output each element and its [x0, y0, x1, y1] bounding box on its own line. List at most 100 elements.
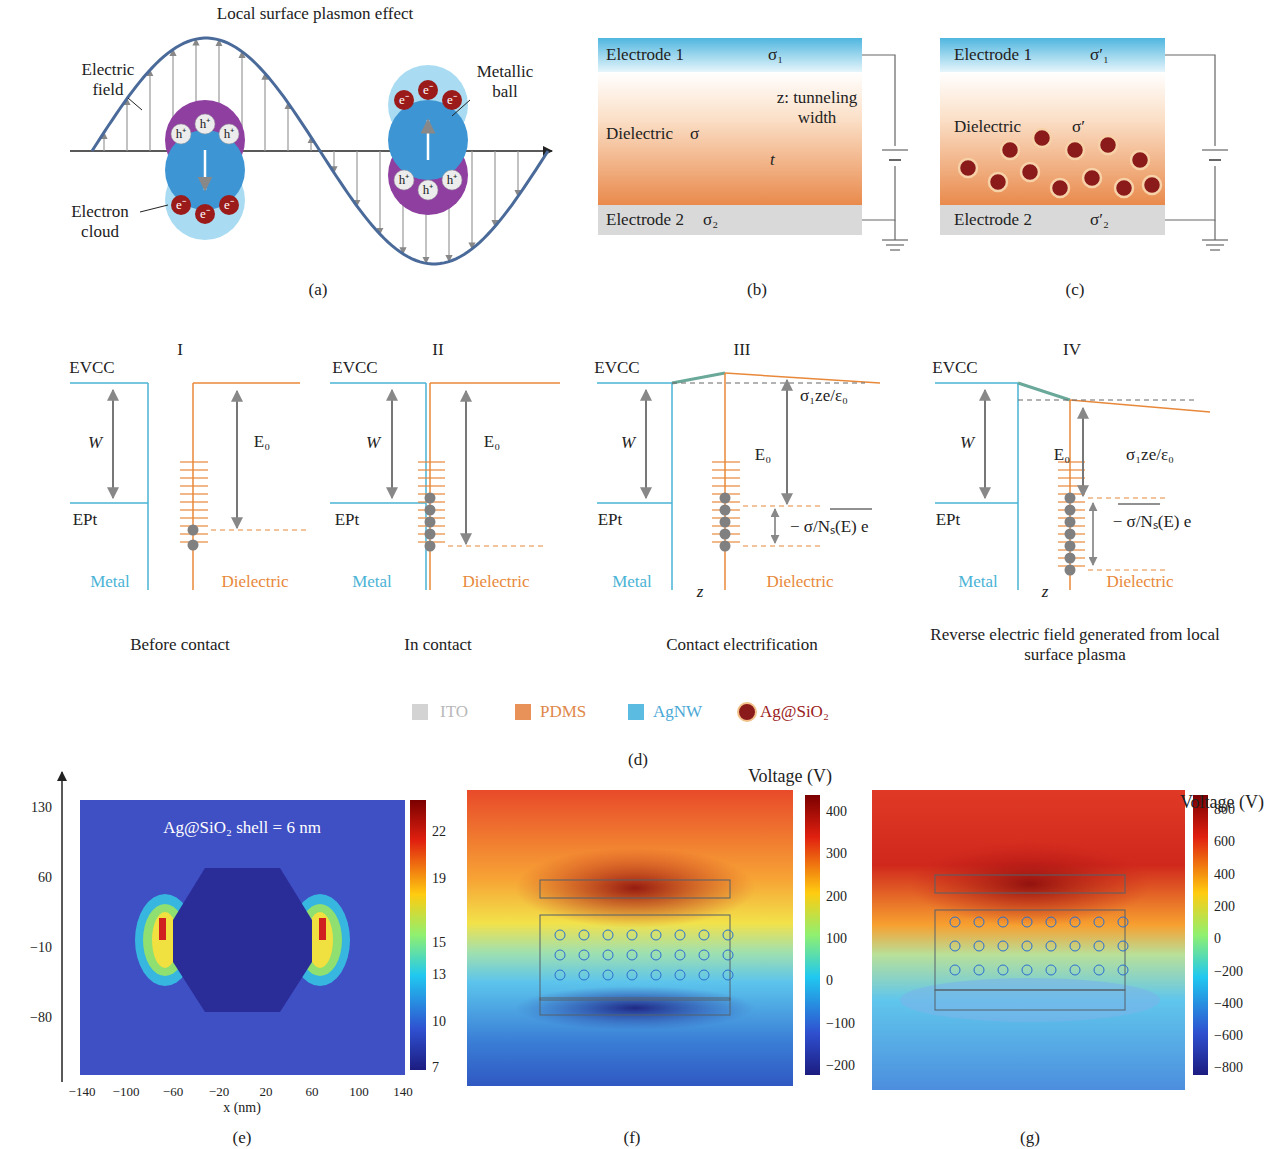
drawing-stroke — [720, 529, 731, 540]
drawing-stroke — [391, 390, 393, 498]
drawing-part — [935, 875, 1125, 893]
drawing-stroke — [1065, 529, 1076, 540]
figure-label: 19 — [432, 871, 446, 887]
figure-label: Dielectric — [766, 572, 833, 592]
figure-label: E₀ — [1054, 445, 1070, 465]
figure-label: 140 — [393, 1085, 413, 1100]
figure-label: −10 — [30, 940, 52, 956]
layer-name: Electrode 2 — [954, 210, 1032, 230]
drawing-part — [950, 917, 1128, 975]
charge-density: σ′ — [1072, 117, 1085, 137]
drawing-part — [738, 703, 756, 721]
drawing-stroke — [1022, 917, 1032, 927]
drawing-part — [394, 170, 414, 190]
drawing-part — [1202, 149, 1228, 150]
figure-label: −200 — [1214, 964, 1243, 980]
drawing-part — [540, 880, 730, 898]
drawing-stroke — [1099, 136, 1117, 154]
drawing-part — [910, 842, 1150, 926]
charge-density: σ′₁ — [1090, 45, 1109, 65]
drawing-stroke — [1131, 151, 1149, 169]
drawing-stroke — [712, 477, 740, 478]
figure-label: h⁺ — [200, 117, 211, 132]
drawing-stroke — [147, 383, 149, 590]
drawing-part — [319, 918, 326, 940]
drawing-stroke — [1001, 141, 1019, 159]
drawing-stroke — [180, 501, 208, 502]
figure-label: −100 — [826, 1016, 855, 1032]
drawing-part — [515, 986, 755, 1030]
figure-label: (f) — [624, 1128, 641, 1148]
drawing-stroke — [1094, 941, 1104, 951]
figure-label: Voltage (V) — [748, 766, 832, 787]
drawing-stroke — [1070, 941, 1080, 951]
legend-swatch — [515, 704, 531, 720]
drawing-stroke — [998, 917, 1008, 927]
figure-label: z — [697, 582, 704, 602]
figure-label: 60 — [306, 1085, 319, 1100]
figure-label: h⁺ — [224, 127, 235, 142]
drawing-stroke — [211, 529, 308, 530]
figure-label: z — [1042, 582, 1049, 602]
figure-label: Ag@SiO₂ shell = 6 nm — [163, 818, 321, 838]
drawing-stroke — [1046, 917, 1056, 927]
drawing-stroke — [70, 502, 148, 504]
drawing-stroke — [471, 151, 472, 249]
figure-label: 0 — [1214, 931, 1221, 947]
drawing-stroke — [1022, 965, 1032, 975]
drawing-part — [171, 195, 191, 215]
drawing-part — [195, 204, 215, 224]
drawing-stroke — [425, 493, 436, 504]
drawing-stroke — [180, 461, 208, 462]
figure-label: Dielectric — [1106, 572, 1173, 592]
figure-label: EVCC — [332, 358, 377, 378]
figure-label: I — [177, 340, 183, 360]
figure-label: (a) — [309, 280, 328, 300]
drawing-stroke — [188, 540, 199, 551]
drawing-part — [61, 772, 63, 1082]
drawing-stroke — [984, 390, 986, 498]
drawing-stroke — [974, 917, 984, 927]
dielectric-layer: Dielectric σ′ — [940, 72, 1165, 205]
figure-label: Electric field — [73, 60, 143, 99]
figure-label: IV — [1063, 340, 1081, 360]
legend-swatch — [628, 704, 644, 720]
drawing-stroke — [651, 950, 661, 960]
drawing-stroke — [494, 151, 495, 226]
drawing-stroke — [651, 970, 661, 980]
figure-label: 400 — [826, 804, 847, 820]
drawing-part — [394, 90, 414, 110]
figure-label: Metal — [612, 572, 652, 592]
drawing-stroke — [70, 382, 148, 384]
drawing-stroke — [712, 469, 740, 470]
drawing-stroke — [1046, 965, 1056, 975]
drawing-part — [128, 98, 142, 110]
drawing-stroke — [555, 970, 565, 980]
drawing-part — [442, 90, 462, 110]
figure-label: W — [621, 433, 635, 453]
layer-name: Dielectric — [954, 117, 1021, 137]
drawing-stroke — [1082, 408, 1084, 496]
figure-label: 100 — [349, 1085, 369, 1100]
drawing-part — [219, 124, 239, 144]
drawing-stroke — [1017, 383, 1019, 590]
drawing-stroke — [149, 70, 150, 151]
drawing-stroke — [1115, 179, 1133, 197]
circuit-wire — [862, 55, 895, 220]
figure-label: (e) — [233, 1128, 252, 1148]
drawing-part — [1202, 239, 1228, 240]
drawing-part — [418, 180, 438, 200]
drawing-stroke — [830, 509, 872, 510]
drawing-stroke — [699, 970, 709, 980]
figure-label: 800 — [1214, 802, 1235, 818]
figure-label: z: tunneling width — [771, 88, 863, 127]
electrode-layer: Electrode 2σ₂ — [598, 205, 862, 235]
figure-label: −600 — [1214, 1028, 1243, 1044]
drawing-part — [805, 795, 820, 1075]
drawing-stroke — [712, 485, 740, 486]
drawing-stroke — [720, 493, 731, 504]
drawing-stroke — [1058, 469, 1085, 470]
drawing-stroke — [786, 380, 788, 504]
figure-label: E₀ — [254, 432, 270, 452]
figure-label: Electron cloud — [60, 202, 140, 241]
